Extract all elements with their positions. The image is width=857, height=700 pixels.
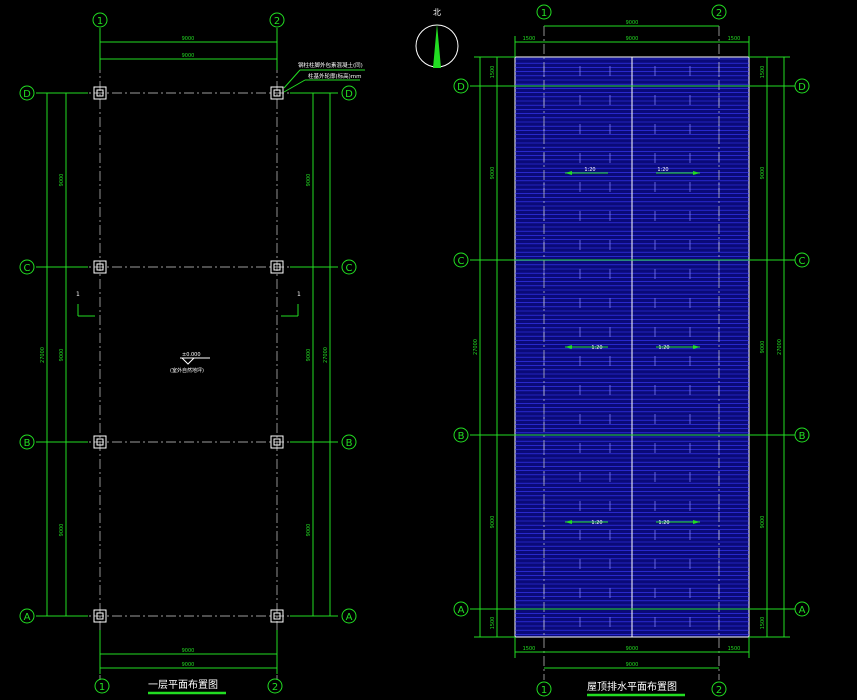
axis-bubble-C-r-right: C	[799, 256, 806, 267]
right-right-dim-4: 9000	[760, 516, 766, 529]
axis-bubble-B-r-left: B	[458, 431, 465, 442]
axis-bubble-2-top-right: 2	[716, 8, 722, 19]
slope-label-4: 1:20	[658, 345, 669, 351]
left-side-dim-3: 9000	[59, 524, 65, 537]
right-left-dim-2: 9000	[490, 167, 496, 180]
left-plan: 9000 9000 9000 9000 9000 9000 9000 27000…	[19, 12, 365, 695]
right-left-dim-total: 27000	[473, 339, 479, 355]
right-side-dim-1: 9000	[306, 174, 312, 187]
section-mark-left: 1	[76, 291, 80, 298]
slope-label-5: 1:20	[591, 520, 602, 526]
axis-bubble-D-r-right: D	[798, 82, 806, 93]
axis-bubble-D-right: D	[345, 89, 353, 100]
north-arrow: 北	[415, 8, 459, 68]
left-side-dim-2: 9000	[59, 349, 65, 362]
right-side-dim-3: 9000	[306, 524, 312, 537]
right-left-dim-1: 1500	[490, 66, 496, 79]
right-top-dim-right: 1500	[728, 36, 741, 42]
right-side-total: 27000	[323, 347, 329, 363]
right-bottom-dim-total: 9000	[626, 662, 639, 668]
right-plan-title: 屋顶排水平面布置图	[587, 680, 677, 693]
right-axis-bubbles: 1 2 1 2 D C B A D C B A	[453, 4, 810, 697]
axis-bubble-1-bottom-left: 1	[99, 682, 105, 693]
slope-label-6: 1:20	[658, 520, 669, 526]
slope-label-1: 1:20	[584, 167, 595, 173]
right-right-dim-total: 27000	[777, 339, 783, 355]
axis-bubble-1-top-right: 1	[541, 8, 547, 19]
left-side-dim-1: 9000	[59, 174, 65, 187]
axis-bubble-A-left: A	[24, 612, 31, 623]
right-left-dim-3: 9000	[490, 516, 496, 529]
right-bottom-dim-mid: 9000	[626, 646, 639, 652]
north-label: 北	[433, 8, 441, 17]
axis-bubble-D-left: D	[23, 89, 31, 100]
axis-bubble-B-r-right: B	[799, 431, 806, 442]
right-right-dim-5: 1500	[760, 617, 766, 630]
column-markers	[93, 86, 284, 623]
left-axis-bubbles: 1 2 1 2 D C B A D C B A	[19, 12, 357, 694]
section-mark-right: 1	[297, 291, 301, 298]
right-right-dim-2: 9000	[760, 167, 766, 180]
axis-bubble-C-left: C	[24, 263, 31, 274]
slope-label-3: 1:20	[591, 345, 602, 351]
right-plan: 北 1:20 1:20 1:20 1:20	[415, 4, 810, 697]
axis-bubble-B-left: B	[24, 438, 31, 449]
left-bottom-dim-1: 9000	[182, 648, 195, 654]
level-mark: ±0.000	[182, 352, 201, 358]
right-top-dim-mid: 9000	[626, 36, 639, 42]
axis-bubble-C-right: C	[346, 263, 353, 274]
left-side-total: 27000	[40, 347, 46, 363]
axis-bubble-2-bottom-right: 2	[716, 685, 722, 696]
left-annotation-2: 柱基外轮廓(标高)mm	[308, 72, 362, 80]
right-bottom-dim-right: 1500	[728, 646, 741, 652]
right-bottom-dim-left: 1500	[523, 646, 536, 652]
left-plan-title: 一层平面布置图	[148, 679, 218, 691]
axis-bubble-1-top-left: 1	[97, 16, 103, 27]
left-bottom-dim-2: 9000	[182, 662, 195, 668]
left-annotation-1: 钢柱柱脚外包素混凝土(同)	[298, 61, 363, 69]
left-top-dim-1: 9000	[182, 36, 195, 42]
axis-bubble-2-top-left: 2	[274, 16, 280, 27]
right-left-dim-4: 1500	[490, 617, 496, 630]
slope-label-2: 1:20	[657, 167, 668, 173]
right-side-dim-2: 9000	[306, 349, 312, 362]
right-right-dim-1: 1500	[760, 66, 766, 79]
axis-bubble-A-r-right: A	[799, 605, 806, 616]
axis-bubble-C-r-left: C	[458, 256, 465, 267]
axis-bubble-B-right: B	[346, 438, 353, 449]
level-marker: ±0.000 (室外自然地坪)	[170, 352, 210, 374]
left-top-dim-2: 9000	[182, 53, 195, 59]
axis-bubble-1-bottom-right: 1	[541, 685, 547, 696]
axis-bubble-A-right: A	[346, 612, 353, 623]
right-top-dim-left: 1500	[523, 36, 536, 42]
axis-bubble-D-r-left: D	[457, 82, 465, 93]
axis-bubble-A-r-left: A	[458, 605, 465, 616]
right-top-dim-total: 9000	[626, 20, 639, 26]
right-right-dim-3: 9000	[760, 341, 766, 354]
axis-bubble-2-bottom-left: 2	[272, 682, 278, 693]
level-note: (室外自然地坪)	[170, 367, 204, 374]
slope-arrows: 1:20 1:20 1:20 1:20 1:20 1:20	[565, 167, 700, 526]
